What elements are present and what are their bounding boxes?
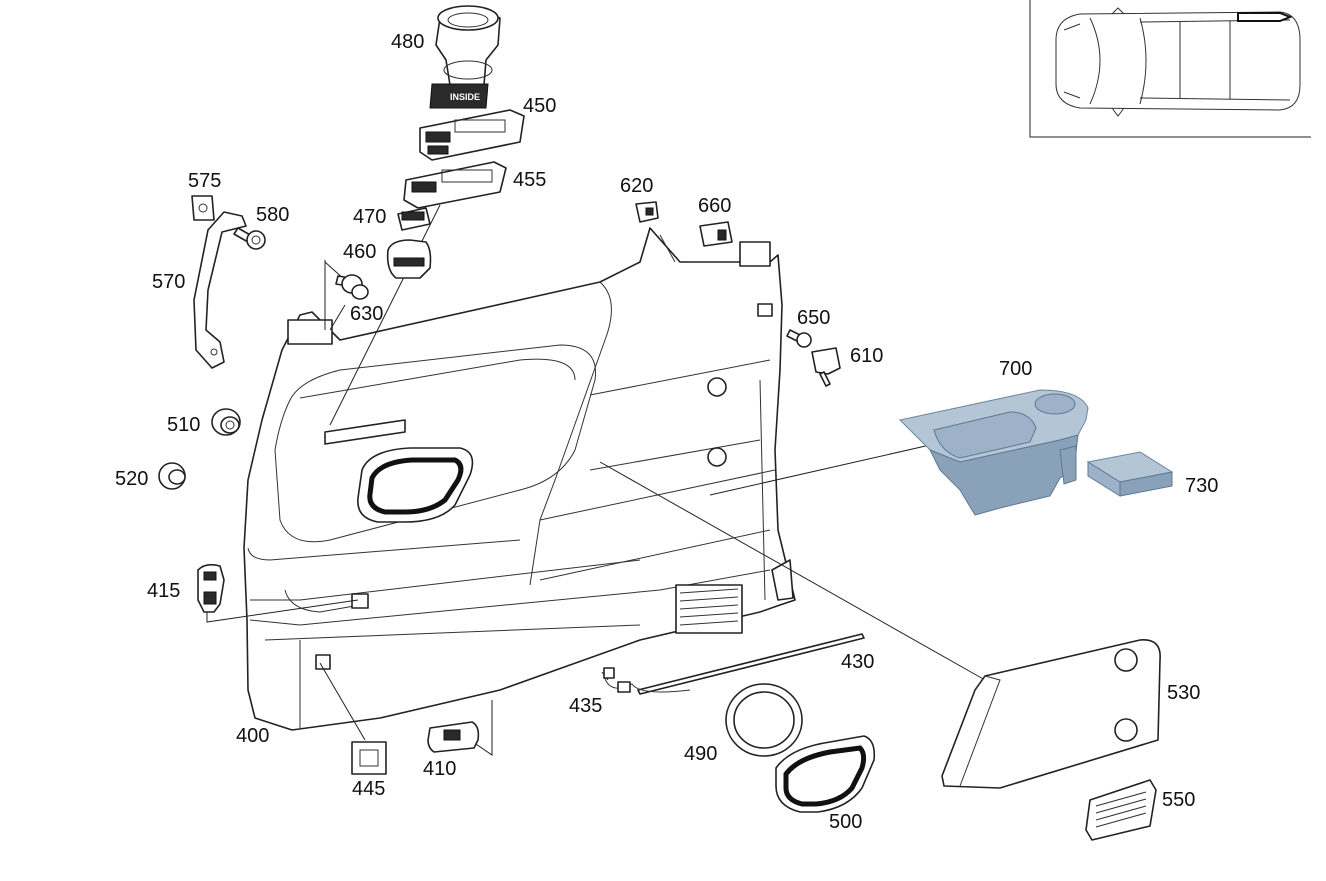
part-490-ring [725, 683, 803, 757]
part-430-trim-strip [637, 633, 865, 695]
part-580-screw [233, 227, 266, 250]
label-445: 445 [352, 778, 385, 800]
part-435-cable [603, 667, 691, 693]
label-610: 610 [850, 345, 883, 367]
label-530: 530 [1167, 682, 1200, 704]
part-660-clip [699, 221, 733, 247]
part-415-lock-button [197, 563, 225, 613]
part-410-socket [427, 721, 480, 753]
part-460-switch [386, 239, 432, 279]
label-650: 650 [797, 307, 830, 329]
label-500: 500 [829, 811, 862, 833]
label-480: 480 [391, 31, 424, 53]
part-575-clip [191, 195, 215, 221]
label-580: 580 [256, 204, 289, 226]
label-450: 450 [523, 95, 556, 117]
part-480-marking: INSIDE [450, 92, 480, 102]
label-490: 490 [684, 743, 717, 765]
part-550-vent-grille [1085, 779, 1157, 841]
part-630-fastener [335, 274, 369, 300]
part-470-switch [397, 207, 431, 231]
label-430: 430 [841, 651, 874, 673]
label-400: 400 [236, 725, 269, 747]
part-455-switch-panel [403, 161, 507, 209]
label-455: 455 [513, 169, 546, 191]
label-575: 575 [188, 170, 221, 192]
label-470: 470 [353, 206, 386, 228]
label-415: 415 [147, 580, 180, 602]
label-570: 570 [152, 271, 185, 293]
label-550: 550 [1162, 789, 1195, 811]
label-700: 700 [999, 358, 1032, 380]
label-630: 630 [350, 303, 383, 325]
part-480-cupholder: INSIDE [429, 5, 501, 109]
part-520-plug [158, 462, 186, 490]
label-435: 435 [569, 695, 602, 717]
leader-lines [206, 204, 986, 756]
label-510: 510 [167, 414, 200, 436]
part-730-pad [1086, 451, 1174, 497]
part-500-handle-bezel [775, 735, 876, 813]
vehicle-locator-inset [1029, 0, 1311, 138]
part-650-screw [786, 329, 812, 348]
part-610-cover [811, 347, 841, 387]
label-620: 620 [620, 175, 653, 197]
part-530-lower-panel [941, 639, 1161, 789]
part-450-switch-panel [419, 109, 525, 161]
part-700-console-tray [898, 389, 1089, 516]
part-570-bracket [193, 211, 247, 369]
label-460: 460 [343, 241, 376, 263]
label-730: 730 [1185, 475, 1218, 497]
label-660: 660 [698, 195, 731, 217]
callout-labels: 480 450 455 470 460 575 580 570 630 620 … [115, 31, 1218, 833]
label-410: 410 [423, 758, 456, 780]
door-trim-panel-400 [243, 227, 796, 731]
part-445-cover [351, 741, 387, 775]
label-520: 520 [115, 468, 148, 490]
part-510-plug [211, 408, 241, 436]
part-620-clip [635, 201, 659, 223]
